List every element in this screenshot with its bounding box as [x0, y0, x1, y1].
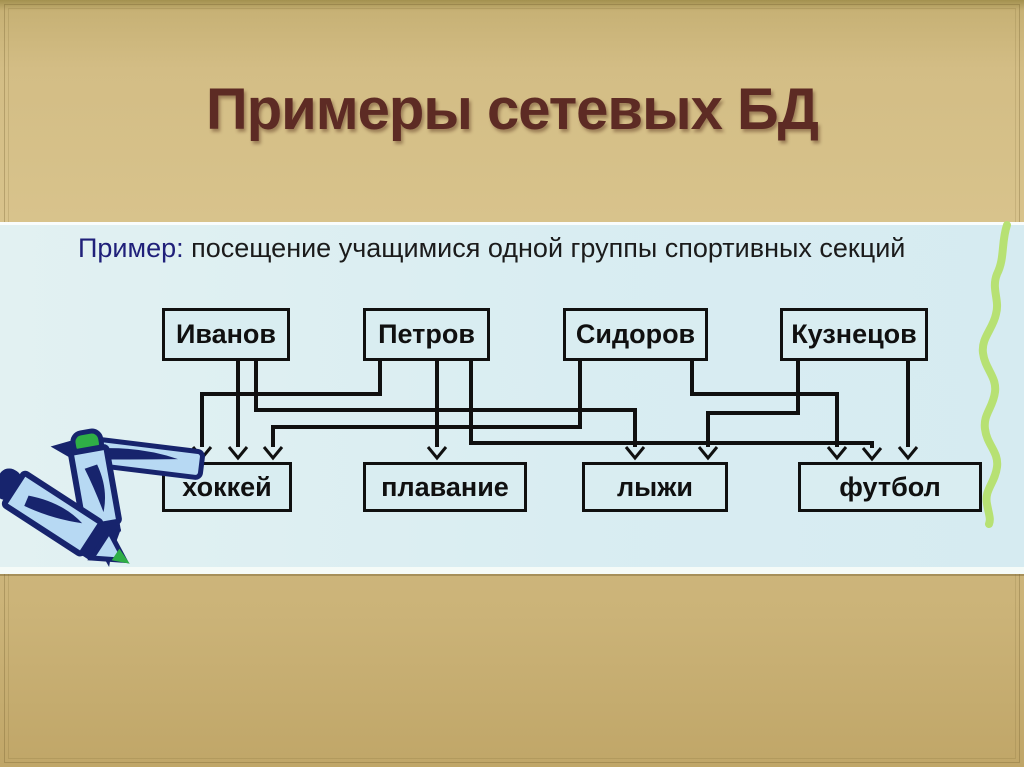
student-label: Кузнецов: [791, 319, 917, 349]
section-label: лыжи: [617, 471, 693, 502]
student-box-sidorov: Сидоров: [563, 308, 708, 361]
student-box-petrov: Петров: [363, 308, 490, 361]
section-box-skiing: лыжи: [582, 462, 728, 512]
student-box-ivanov: Иванов: [162, 308, 290, 361]
student-box-kuznetsov: Кузнецов: [780, 308, 928, 361]
student-label: Иванов: [175, 319, 277, 349]
section-box-football: футбол: [798, 462, 982, 512]
section-box-swimming: плавание: [363, 462, 527, 512]
caption-label: Пример:: [78, 233, 184, 263]
section-label: плавание: [381, 471, 509, 502]
student-label: Петров: [378, 319, 475, 349]
section-label: хоккей: [182, 471, 272, 502]
diagram-caption: Пример: посещение учащимися одной группы…: [78, 233, 905, 263]
diagram-panel: [0, 222, 1024, 574]
student-label: Сидоров: [575, 319, 696, 349]
slide-title: Примеры сетевых БД: [206, 77, 819, 142]
section-label: футбол: [839, 471, 941, 502]
section-box-hockey: хоккей: [162, 462, 292, 512]
caption-text: посещение учащимися одной группы спортив…: [183, 233, 906, 263]
